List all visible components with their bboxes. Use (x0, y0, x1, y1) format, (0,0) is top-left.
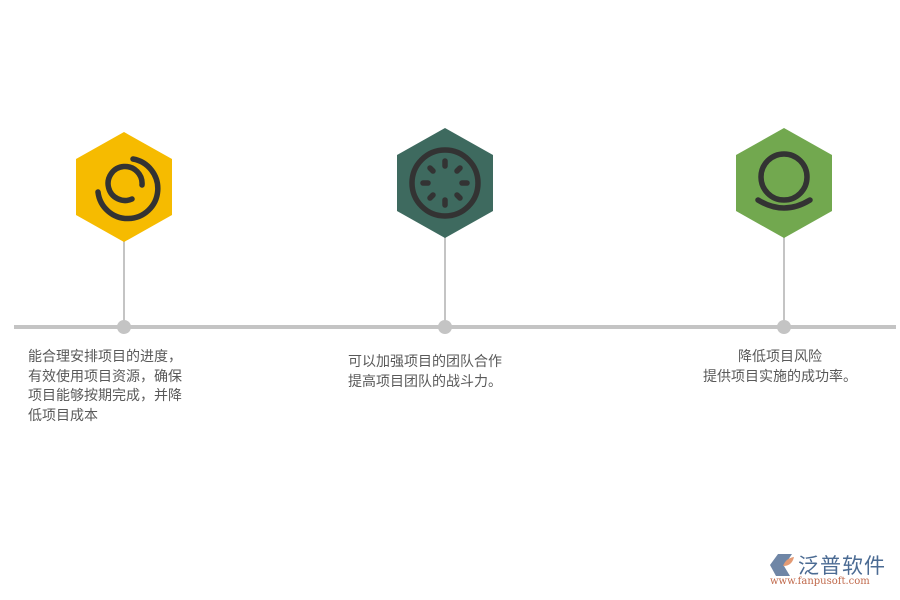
brand-logo: 泛普软件 www.fanpusoft.com (770, 552, 900, 592)
timeline-node-2 (438, 320, 452, 334)
desc-line: 低项目成本 (28, 407, 98, 424)
logo-url: www.fanpusoft.com (770, 576, 870, 587)
stem-3 (783, 225, 785, 325)
circle-base-icon (755, 151, 813, 211)
timeline-line (14, 325, 896, 329)
logo-mark-icon (770, 554, 794, 576)
spiral-progress-icon (95, 156, 161, 222)
stem-1 (123, 225, 125, 325)
step-2-description: 可以加强项目的团队合作 提高项目团队的战斗力。 (348, 353, 548, 392)
timeline-node-1 (117, 320, 131, 334)
hexagon-step-3 (736, 128, 832, 238)
desc-line: 有效使用项目资源，确保 (28, 368, 182, 385)
loading-dial-icon (409, 147, 481, 219)
desc-line: 项目能够按期完成，并降 (28, 388, 182, 404)
step-3-description: 降低项目风险 提供项目实施的成功率。 (690, 348, 870, 387)
hexagon-step-2 (397, 128, 493, 238)
hexagon-step-1 (76, 132, 172, 242)
desc-line: 可以加强项目的团队合作 (348, 354, 502, 370)
timeline-node-3 (777, 320, 791, 334)
desc-line: 降低项目风险 (738, 349, 822, 365)
desc-line: 提供项目实施的成功率。 (703, 368, 857, 385)
desc-line: 能合理安排项目的进度， (28, 349, 182, 365)
step-1-description: 能合理安排项目的进度， 有效使用项目资源，确保 项目能够按期完成，并降 低项目成… (28, 348, 228, 426)
stem-2 (444, 225, 446, 325)
desc-line: 提高项目团队的战斗力。 (348, 373, 502, 390)
logo-name: 泛普软件 (798, 554, 886, 578)
